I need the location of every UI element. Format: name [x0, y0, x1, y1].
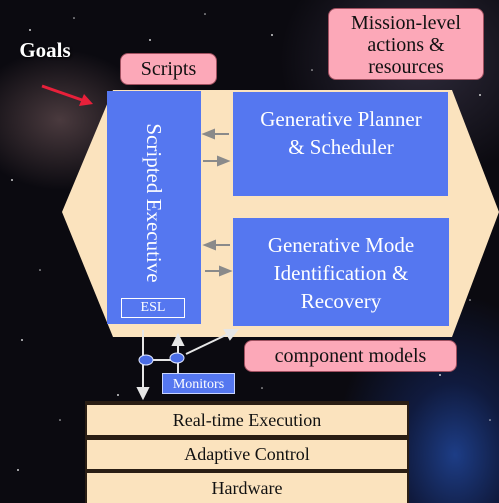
monitors-label: Monitors	[162, 373, 235, 394]
layer-hardware: Hardware	[87, 473, 407, 503]
stars-decoration	[11, 13, 491, 471]
planner-arrows	[201, 128, 231, 167]
mir-label: Generative Mode Identification & Recover…	[267, 233, 415, 313]
scripted-executive-box: Scripted Executive ESL	[107, 91, 201, 324]
planner-label: Generative Planner & Scheduler	[260, 107, 422, 159]
mode-identification-box: Generative Mode Identification & Recover…	[233, 218, 449, 326]
layer-adaptive-control: Adaptive Control	[87, 440, 407, 469]
layer-real-time-execution: Real-time Execution	[87, 405, 407, 435]
goals-label: Goals	[19, 38, 71, 62]
mir-arrows	[202, 239, 233, 277]
goals-arrow	[41, 84, 93, 106]
mission-callout: Mission-level actions & resources	[328, 8, 484, 80]
monitor-node-left	[138, 354, 154, 366]
monitor-node-right	[169, 352, 185, 364]
esl-label: ESL	[121, 298, 185, 318]
planner-scheduler-box: Generative Planner & Scheduler	[233, 92, 448, 196]
scripts-callout: Scripts	[120, 53, 217, 85]
component-models-callout: component models	[244, 340, 457, 372]
executive-label: Scripted Executive	[142, 123, 166, 283]
